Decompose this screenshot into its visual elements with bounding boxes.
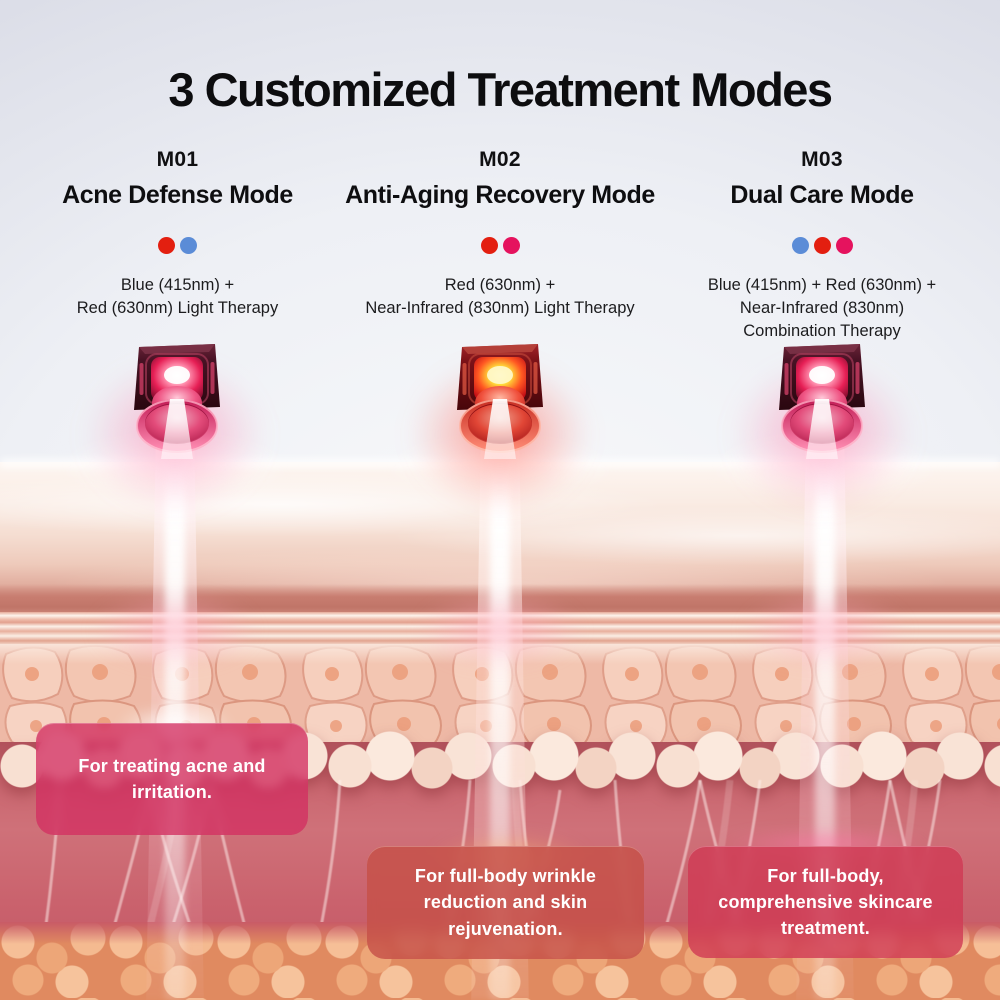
mode-therapy-description: Blue (415nm) + Red (630nm) + Near-Infrar…: [707, 276, 937, 340]
therapy-device-illustration-1: [134, 344, 220, 459]
beam-halo-2: [415, 590, 585, 670]
beam-halo-1: [90, 590, 260, 670]
wavelength-dot-icon: [158, 237, 175, 254]
mode-column-m02: M02 Anti-Aging Recovery Mode Red (630nm)…: [342, 148, 658, 320]
wavelength-dot-icon: [502, 237, 520, 254]
page-title: 3 Customized Treatment Modes: [168, 63, 833, 116]
benefit-card-m01: For treating acne and irritation.: [36, 723, 308, 835]
benefit-card-m02: For full-body wrinkle reduction and skin…: [367, 846, 644, 959]
therapy-device-illustration-2: [457, 344, 543, 459]
mode-name: Dual Care Mode: [730, 181, 914, 209]
mode-code: M01: [156, 148, 199, 171]
mode-name: Acne Defense Mode: [62, 181, 293, 209]
therapy-device-illustration-3: [779, 344, 865, 459]
beam-halo-3: [740, 590, 910, 670]
mode-therapy-description: Blue (415nm) + Red (630nm) Light Therapy: [76, 276, 279, 317]
mode-code: M03: [801, 148, 843, 171]
mode-therapy-description: Red (630nm) + Near-Infrared (830nm) Ligh…: [365, 276, 635, 317]
wavelength-dot-icon: [480, 237, 498, 254]
wavelength-dot-icon: [813, 237, 831, 254]
wavelength-dot-icon: [791, 237, 809, 254]
mode-column-m03: M03 Dual Care Mode Blue (415nm) + Red (6…: [664, 148, 980, 342]
mode-code: M02: [479, 148, 521, 171]
wavelength-dots: [342, 237, 658, 254]
wavelength-dot-icon: [835, 237, 853, 254]
wavelength-dots: [664, 237, 980, 254]
wavelength-dots: [20, 237, 335, 254]
benefit-card-m03: For full-body, comprehensive skincare tr…: [688, 846, 963, 958]
mode-name: Anti-Aging Recovery Mode: [345, 181, 655, 209]
wavelength-dot-icon: [180, 237, 197, 254]
mode-column-m01: M01 Acne Defense Mode Blue (415nm) + Red…: [20, 148, 335, 320]
